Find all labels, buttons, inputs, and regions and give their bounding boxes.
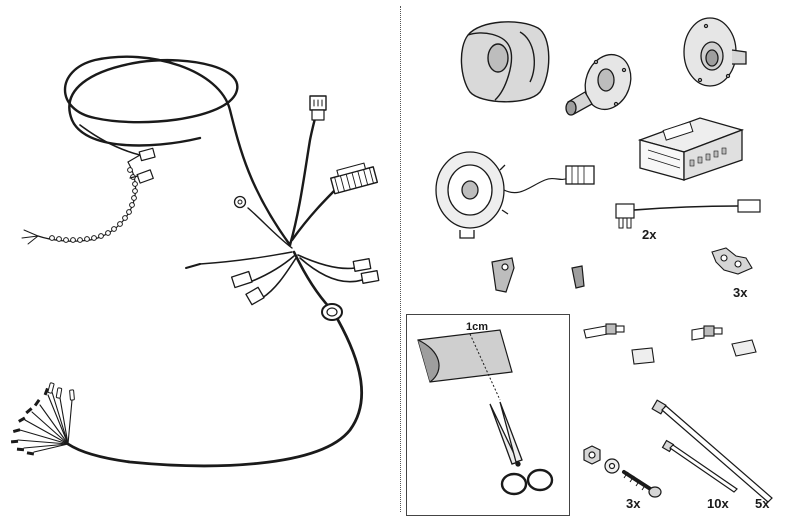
scissors-icon	[489, 401, 554, 496]
socket-mounting-plate-icon	[683, 17, 747, 87]
cable-tie-icon	[651, 399, 773, 503]
socket-seal-icon	[565, 53, 632, 116]
buzzer-icon	[435, 151, 595, 239]
screw-icon	[622, 470, 662, 498]
cable-clip-icon	[711, 247, 753, 275]
spade-connector-icon	[583, 323, 757, 365]
connector-icon	[571, 265, 585, 289]
small-tie-quantity-label: 10x	[707, 496, 729, 511]
nut-icon	[583, 445, 601, 465]
cutting-instruction-frame	[406, 314, 570, 516]
insulation-foil-icon	[417, 329, 513, 401]
fuse-quantity-label: 2x	[642, 227, 657, 242]
large-tie-quantity-label: 5x	[755, 496, 770, 511]
wiring-harness-icon	[10, 55, 380, 468]
control-module-icon	[637, 117, 745, 181]
screw-quantity-label: 3x	[626, 496, 641, 511]
trailer-socket-icon	[460, 21, 550, 103]
fuse-holder-icon	[615, 199, 761, 229]
section-divider	[400, 6, 401, 512]
ring-terminal-icon	[491, 257, 515, 293]
clip-quantity-label: 3x	[733, 285, 748, 300]
measure-label: 1cm	[466, 321, 489, 333]
washer-icon	[604, 458, 620, 474]
